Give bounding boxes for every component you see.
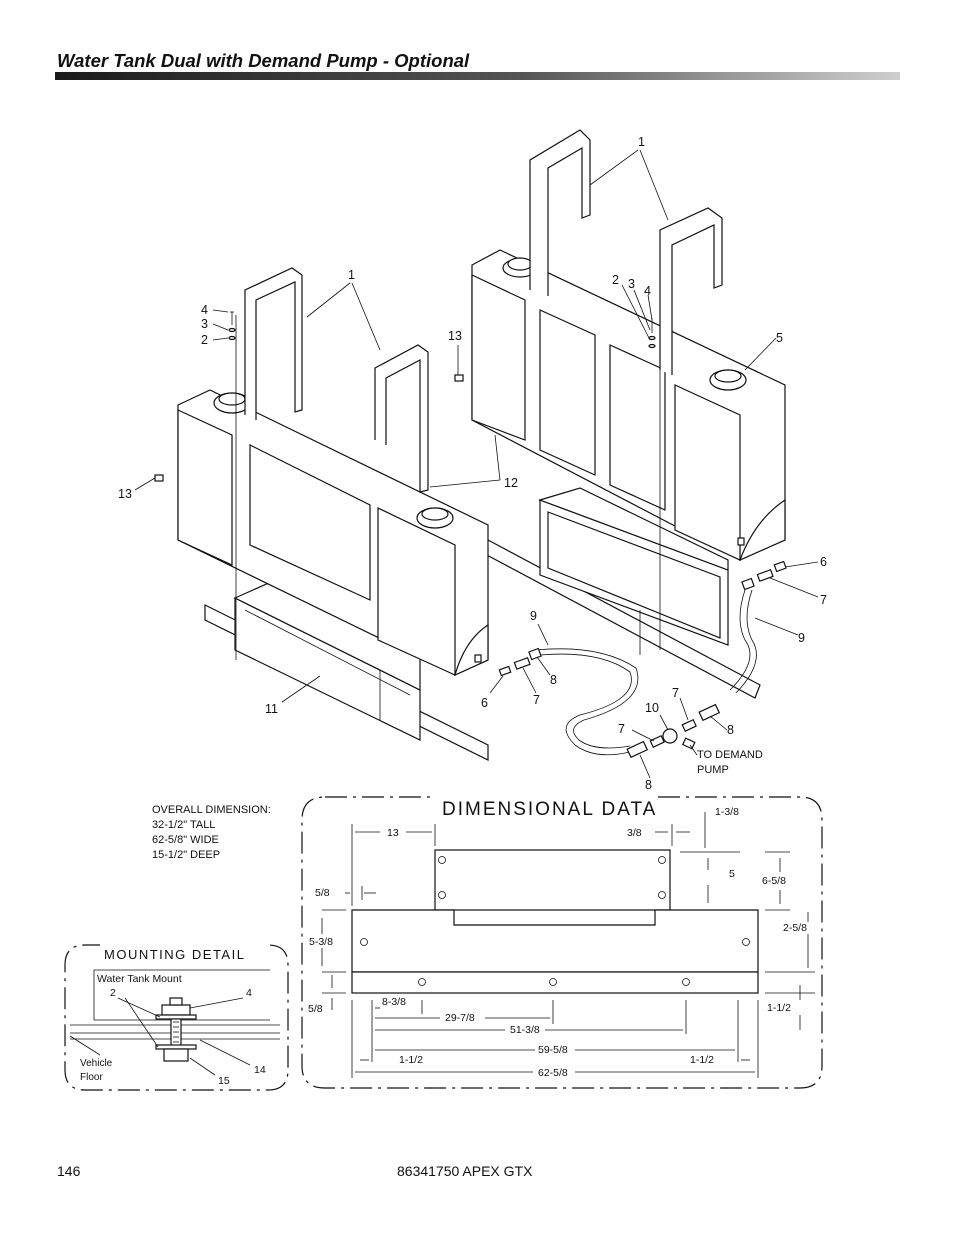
mounting-callouts: 2 4 14 15 [110, 987, 266, 1087]
callout-13a: 13 [448, 329, 462, 343]
dim-1-1-2-side: 1-1/2 [767, 1002, 791, 1014]
to-pump-line-1: TO DEMAND [697, 749, 763, 761]
callout-3a: 3 [201, 317, 208, 331]
callout-6b: 6 [820, 555, 827, 569]
floor-label-1: Vehicle [80, 1058, 113, 1069]
left-tank-straps [244, 267, 429, 493]
leader-lines [134, 149, 819, 779]
overall-wide: 62-5/8" WIDE [152, 834, 219, 846]
title-rule [55, 72, 900, 80]
dim-3-8: 3/8 [627, 827, 642, 839]
dim-5: 5 [729, 868, 735, 880]
callout-7d: 7 [618, 722, 625, 736]
callout-4a: 4 [201, 303, 208, 317]
dim-6-5-8: 6-5/8 [762, 875, 786, 887]
overall-deep: 15-1/2" DEEP [152, 849, 221, 861]
overall-dimensions: OVERALL DIMENSION: 32-1/2" TALL 62-5/8" … [152, 803, 271, 863]
callout-5: 5 [776, 331, 783, 345]
callouts: 1 1 4 3 2 2 3 4 5 13 13 12 11 6 7 8 9 6 … [118, 135, 827, 792]
mount-label: Water Tank Mount [97, 973, 182, 985]
left-water-tank [177, 389, 489, 677]
hoses-and-fittings [154, 311, 787, 759]
callout-4b: 4 [644, 284, 651, 298]
right-mounting-base [482, 487, 761, 699]
mount-callout-2: 2 [110, 987, 116, 999]
mounting-hardware [69, 969, 280, 1076]
dimensional-data: DIMENSIONAL DATA [301, 795, 823, 1089]
mounting-detail: MOUNTING DETAIL Water Tank Mount Vehicle… [64, 942, 289, 1091]
overall-tall: 32-1/2" TALL [152, 819, 216, 831]
callout-7b: 7 [820, 593, 827, 607]
dimension-labels: 13 3/8 1-3/8 5 6-5/8 5/8 2-5/8 5-3/8 5/8… [308, 806, 807, 1079]
callout-1b: 1 [348, 268, 355, 282]
dim-8-3-8: 8-3/8 [382, 996, 406, 1008]
mount-callout-15: 15 [218, 1075, 230, 1087]
dimensional-title: DIMENSIONAL DATA [442, 799, 657, 820]
callout-11: 11 [265, 702, 278, 716]
callout-13b: 13 [118, 487, 132, 501]
to-pump-line-2: PUMP [697, 764, 729, 776]
dim-59-5-8: 59-5/8 [538, 1044, 568, 1056]
callout-6a: 6 [481, 696, 488, 710]
dim-5-8-top: 5/8 [315, 887, 330, 899]
right-water-tank [471, 249, 786, 562]
callout-8a: 8 [550, 673, 557, 687]
dim-13: 13 [387, 827, 399, 839]
callout-2a: 2 [201, 333, 208, 347]
page-title: Water Tank Dual with Demand Pump - Optio… [57, 50, 470, 71]
dim-1-1-2-left: 1-1/2 [399, 1054, 423, 1066]
dimension-lines [321, 812, 815, 1078]
mount-callout-4: 4 [246, 987, 252, 999]
mount-callout-14: 14 [254, 1064, 266, 1076]
overall-heading: OVERALL DIMENSION: [152, 804, 271, 816]
callout-7c: 7 [672, 686, 679, 700]
floor-label-2: Floor [80, 1072, 103, 1083]
dim-5-3-8: 5-3/8 [309, 936, 333, 948]
callout-12: 12 [504, 476, 518, 490]
callout-9a: 9 [530, 609, 537, 623]
callout-9b: 9 [798, 631, 805, 645]
document-reference: 86341750 APEX GTX [397, 1163, 533, 1179]
page-number: 146 [57, 1163, 81, 1179]
callout-2b: 2 [612, 273, 619, 287]
dim-1-3-8: 1-3/8 [715, 806, 739, 818]
dim-29-7-8: 29-7/8 [445, 1012, 475, 1024]
callout-8c: 8 [645, 778, 652, 792]
callout-3b: 3 [628, 277, 635, 291]
dim-51-3-8: 51-3/8 [510, 1024, 540, 1036]
left-mounting-base [204, 577, 489, 761]
callout-1a: 1 [638, 135, 645, 149]
dim-62-5-8: 62-5/8 [538, 1067, 568, 1079]
dim-5-8-bottom: 5/8 [308, 1003, 323, 1015]
right-tank-straps [529, 129, 723, 375]
bolt-holes [360, 856, 750, 986]
dim-1-1-2-right: 1-1/2 [690, 1054, 714, 1066]
mounting-title: MOUNTING DETAIL [104, 947, 245, 962]
callout-7a: 7 [533, 693, 540, 707]
exploded-view: 1 1 4 3 2 2 3 4 5 13 13 12 11 6 7 8 9 6 … [118, 129, 827, 792]
callout-10: 10 [645, 701, 659, 715]
callout-8b: 8 [727, 723, 734, 737]
dim-2-5-8: 2-5/8 [783, 922, 807, 934]
